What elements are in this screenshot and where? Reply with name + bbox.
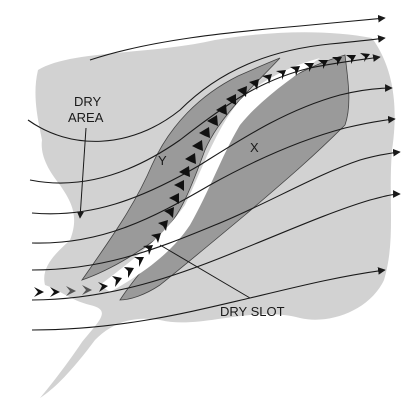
- dry-area-label-line1: DRY: [74, 94, 102, 109]
- x-label: X: [250, 140, 259, 155]
- jet-chevron: [318, 60, 328, 69]
- jet-chevron: [304, 63, 314, 72]
- dry-slot-label: DRY SLOT: [220, 304, 285, 319]
- jet-chevron: [50, 287, 60, 297]
- jet-chevron: [276, 70, 286, 80]
- dry-slot-leader-line: [159, 244, 251, 299]
- jet-chevron: [34, 287, 44, 297]
- jet-chevron: [249, 79, 259, 90]
- jet-chevron: [262, 74, 272, 84]
- flow-line-1: [89, 14, 386, 61]
- jet-chevron: [237, 86, 247, 97]
- jet-chevron: [346, 55, 356, 64]
- flow-line-5: [31, 115, 396, 244]
- jet-chevron: [174, 180, 184, 191]
- dry-area-label-line2: AREA: [68, 110, 104, 125]
- jet-chevron: [158, 220, 168, 231]
- jet-chevron: [164, 207, 174, 218]
- flow-line-8: [31, 267, 386, 331]
- jet-chevron: [192, 140, 203, 151]
- jet-chevron: [66, 286, 76, 296]
- jet-chevron: [185, 153, 196, 164]
- jet-chevron: [290, 66, 300, 76]
- jet-chevron: [216, 104, 227, 115]
- jet-chevron: [143, 245, 153, 255]
- dry-slot-jet-chevrons: [34, 53, 370, 297]
- jet-chevron: [179, 166, 190, 177]
- jet-chevron: [112, 276, 122, 287]
- jet-chevron: [207, 115, 218, 126]
- jet-chevron: [82, 285, 92, 295]
- jet-chevron: [360, 53, 370, 62]
- jet-chevron: [134, 257, 144, 267]
- jet-chevron: [169, 193, 179, 204]
- y-label: Y: [158, 153, 167, 168]
- flow-line-4: [31, 84, 393, 215]
- jet-chevron: [124, 267, 134, 278]
- jet-chevron: [199, 127, 210, 138]
- flow-line-7: [31, 190, 401, 301]
- flow-line-2: [27, 35, 386, 142]
- jet-chevron: [98, 282, 108, 292]
- dry-area-leader-line: [76, 127, 87, 219]
- flow-line-6: [31, 148, 401, 271]
- jet-chevron: [226, 94, 236, 105]
- jet-chevron: [151, 233, 161, 243]
- dry-slot-region: [100, 58, 320, 292]
- jet-chevron: [332, 57, 342, 66]
